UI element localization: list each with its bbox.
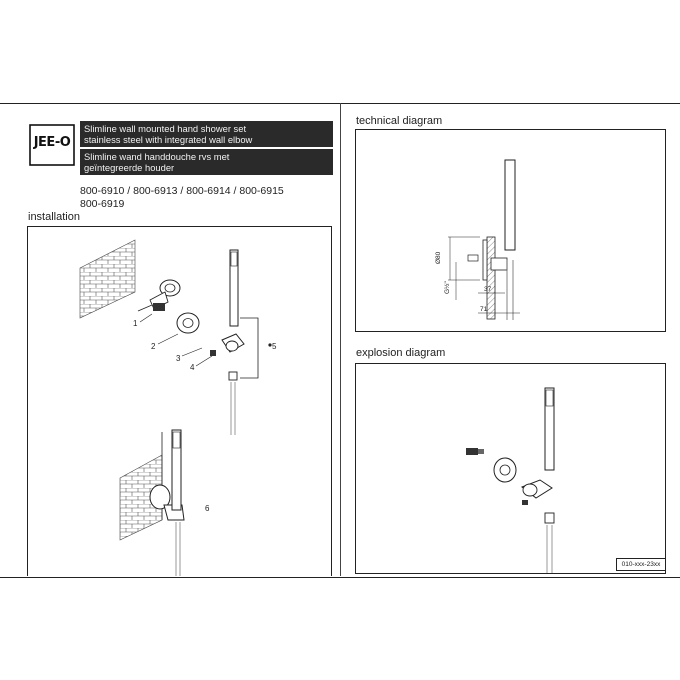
dim-diameter: Ø80 <box>435 251 442 264</box>
brand-logo: JEE-O <box>28 122 76 168</box>
product-codes: 800-6910 / 800-6913 / 800-6914 / 800-691… <box>80 185 284 211</box>
explosion-diagram-frame <box>355 363 666 574</box>
title-en-line2: stainless steel with integrated wall elb… <box>84 134 253 145</box>
explosion-diagram-label: explosion diagram <box>356 347 446 359</box>
install-step-6: 6 <box>205 504 210 513</box>
title-nl-line2: geïntegreerde houder <box>84 162 175 173</box>
installation-frame <box>27 226 332 576</box>
install-step-1: 1 <box>133 319 138 328</box>
product-codes-line1: 800-6910 / 800-6913 / 800-6914 / 800-691… <box>80 185 284 197</box>
install-step-5: 5 <box>272 342 277 351</box>
title-nl-line1: Slimline wand handdouche rvs met <box>84 151 230 162</box>
explosion-drawing <box>466 387 555 573</box>
install-step-4: 4 <box>190 363 195 372</box>
installation-drawing-top: 1 2 3 4 5 <box>79 239 277 435</box>
column-divider <box>340 103 341 576</box>
title-dutch: Slimline wand handdouche rvs met geïnteg… <box>80 149 333 175</box>
brand-logo-text: JEE-O <box>33 135 71 150</box>
dim-thread: G½" <box>443 281 451 294</box>
installation-label: installation <box>28 211 80 223</box>
dim-depth-71: 71 <box>480 306 488 313</box>
title-english: Slimline wall mounted hand shower set st… <box>80 121 333 147</box>
technical-diagram-frame <box>355 129 666 332</box>
technical-drawing: Ø80 G½" 37 71 <box>435 159 520 320</box>
install-step-3: 3 <box>176 354 181 363</box>
document-reference: 010-xxx-23xx <box>616 558 666 571</box>
product-codes-line2: 800-6919 <box>80 198 125 210</box>
technical-diagram-label: technical diagram <box>356 115 443 127</box>
installation-drawing-bottom: 6 <box>119 429 210 576</box>
title-en-line1: Slimline wall mounted hand shower set <box>84 123 247 134</box>
dim-depth-37: 37 <box>484 286 492 293</box>
install-step-2: 2 <box>151 342 156 351</box>
